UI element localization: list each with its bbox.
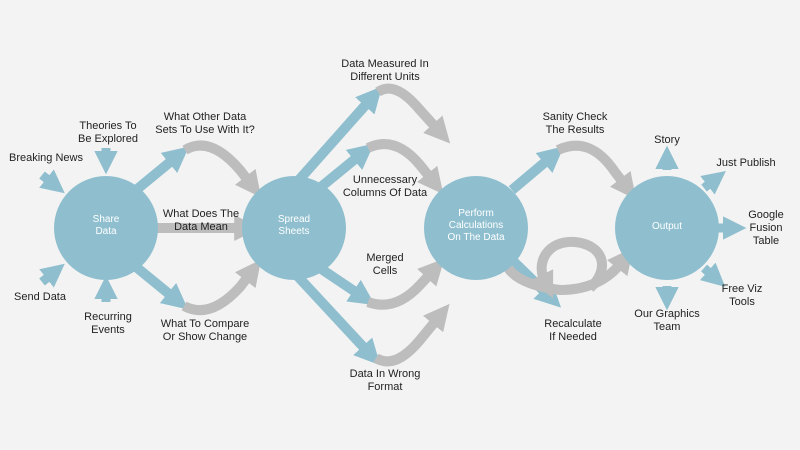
- circle-share-data: [54, 176, 158, 280]
- label-send-data: Send Data: [14, 291, 66, 303]
- path-share-bottom-in: [181, 259, 262, 316]
- path-spread-units-in: [375, 83, 451, 144]
- arrow-just-publish: [700, 170, 726, 195]
- circle-perform-calculations: [424, 176, 528, 280]
- path-perform-out-low: [503, 247, 634, 296]
- circle-output: [615, 176, 719, 280]
- label-story: Story: [654, 134, 680, 146]
- path-perform-sanity-in: [555, 140, 637, 200]
- path-perform-sanity-out: [508, 146, 564, 194]
- arrow-breaking-news: [39, 169, 65, 194]
- path-spread-merged-in: [366, 258, 445, 310]
- circle-spread-sheets: [242, 176, 346, 280]
- label-breaking-news: Breaking News: [9, 152, 83, 164]
- path-spread-unnec-in: [365, 139, 444, 195]
- path-share-top-in: [182, 140, 262, 198]
- path-spread-format-out: [286, 264, 381, 366]
- output-label: Output: [651, 221, 683, 232]
- path-recalc-loop: [529, 236, 607, 299]
- path-spread-units-out: [286, 86, 383, 194]
- arrow-send-data: [39, 263, 65, 288]
- label-just-publish: Just Publish: [716, 157, 776, 169]
- path-spread-format-in: [373, 303, 450, 367]
- arrow-free-viz: [699, 262, 726, 287]
